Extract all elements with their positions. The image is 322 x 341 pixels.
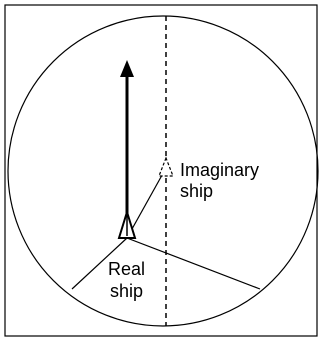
imaginary-ship-label-line1: Imaginary bbox=[180, 160, 259, 180]
real-ship-label-line1: Real bbox=[108, 259, 145, 279]
line-to-imaginary-ship bbox=[126, 167, 167, 239]
diagram-frame bbox=[4, 4, 318, 337]
real-ship-label-line2: ship bbox=[110, 281, 143, 301]
imaginary-ship-label-line2: ship bbox=[180, 181, 213, 201]
sector-line-right bbox=[126, 237, 261, 290]
sector-line-left bbox=[71, 237, 128, 290]
radar-circle bbox=[7, 15, 319, 327]
heading-arrowhead-icon bbox=[120, 60, 134, 77]
imaginary-ship-icon bbox=[158, 156, 174, 177]
